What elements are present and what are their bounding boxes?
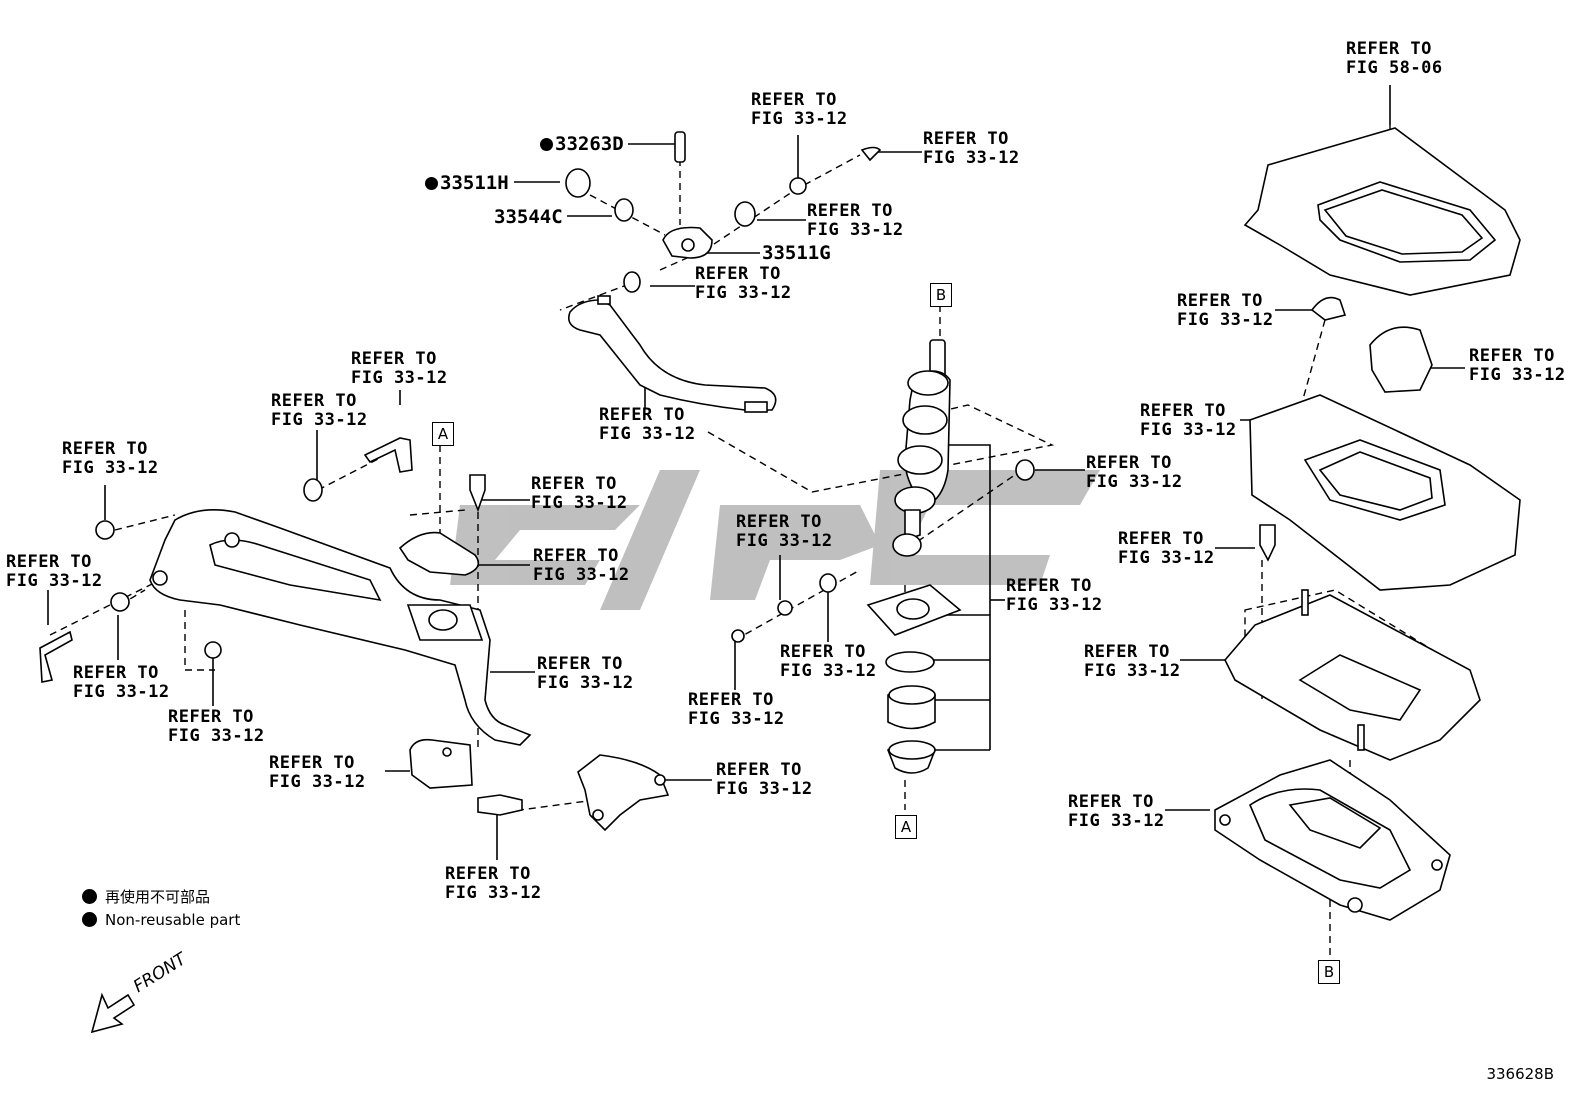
legend-row-en: Non-reusable part <box>82 911 240 929</box>
part-number-33511h: 33511H <box>425 172 509 194</box>
front-arrow-icon <box>90 992 136 1034</box>
connector-a-box: A <box>432 422 454 446</box>
filled-circle-icon <box>82 889 97 904</box>
non-reusable-dot-icon <box>540 138 553 151</box>
shift-lever-assembly <box>731 339 1035 774</box>
connector-b-box: B <box>930 283 952 307</box>
legend-row-jp: 再使用不可部品 <box>82 886 210 907</box>
connector-a-box: A <box>895 815 917 839</box>
connector-b-box: B <box>1318 960 1340 984</box>
filled-circle-icon <box>82 912 97 927</box>
console-assembly <box>1214 127 1521 921</box>
part-number-33511g: 33511G <box>762 242 831 264</box>
part-number-33263d: 33263D <box>540 133 624 155</box>
shift-linkage <box>565 131 882 413</box>
non-reusable-dot-icon <box>425 177 438 190</box>
part-number-33544c: 33544C <box>494 206 563 228</box>
shifter-bracket <box>39 437 670 832</box>
figure-code: 336628B <box>1486 1065 1554 1083</box>
